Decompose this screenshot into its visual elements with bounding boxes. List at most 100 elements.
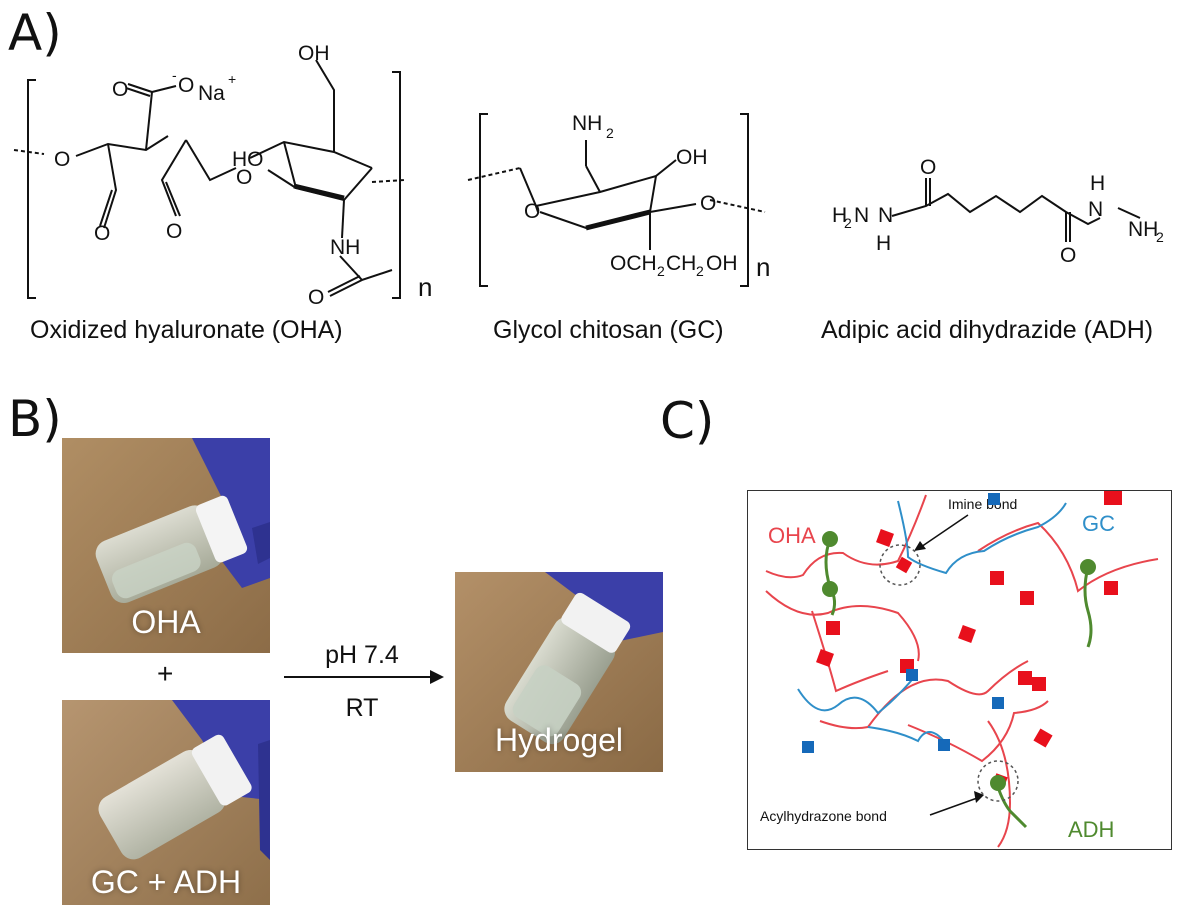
oha-structure: O O O - Na + OH HO O O O NH O n [13, 42, 432, 309]
reaction-condition-temperature: RT [345, 694, 379, 722]
aldehyde-marker [816, 649, 834, 667]
svg-text:+: + [228, 71, 236, 87]
adh-chain-1 [824, 538, 837, 616]
photo-caption-gc-adh: GC + ADH [90, 864, 242, 900]
gc-structure: NH 2 OH O O OCH 2 CH 2 OH n [467, 112, 770, 287]
svg-text:NH: NH [1128, 218, 1158, 241]
svg-text:HO: HO [232, 148, 264, 171]
imine-pointer [917, 514, 969, 550]
svg-text:O: O [54, 148, 70, 171]
adh-chain-3 [994, 780, 1028, 829]
aldehyde-markers [816, 491, 1122, 789]
svg-text:2: 2 [696, 263, 704, 279]
svg-text:OH: OH [298, 42, 330, 65]
svg-text:H: H [832, 204, 847, 227]
gc-chain-1 [897, 500, 1067, 575]
imine-bond-label: Imine bond [948, 496, 1017, 512]
photo-caption-oha: OHA [131, 604, 201, 640]
imine-bond-highlight-circle [879, 544, 921, 586]
photo-caption-hydrogel: Hydrogel [494, 722, 624, 758]
photo-hydrogel-vial: Hydrogel [455, 572, 663, 772]
adh-label: ADH [1068, 817, 1114, 842]
svg-text:2: 2 [844, 215, 852, 231]
svg-text:NH: NH [572, 112, 602, 135]
gc-name: Glycol chitosan (GC) [493, 316, 724, 344]
gc-chain-2 [797, 674, 917, 715]
svg-text:n: n [418, 272, 432, 302]
svg-text:OH: OH [706, 252, 738, 275]
svg-text:-: - [172, 67, 177, 83]
svg-text:O: O [1060, 244, 1076, 267]
oha-chain-1 [765, 494, 927, 579]
svg-text:O: O [920, 156, 936, 179]
svg-text:N: N [1088, 198, 1103, 221]
aldehyde-marker [1020, 591, 1034, 605]
reaction-condition-ph: pH 7.4 [325, 641, 399, 669]
panel-label-b: B) [8, 390, 62, 448]
svg-text:N: N [878, 204, 893, 227]
svg-text:NH: NH [330, 236, 360, 259]
photo-oha-vial: OHA [62, 438, 270, 653]
oha-chain-5 [819, 660, 1029, 730]
adh-marker [822, 531, 838, 547]
svg-text:O: O [178, 74, 194, 97]
oha-chain-6 [907, 700, 1049, 763]
svg-text:Na: Na [198, 82, 225, 105]
oha-name: Oxidized hyaluronate (OHA) [30, 316, 343, 344]
oha-chain-3 [977, 521, 1159, 593]
amine-marker [988, 493, 1000, 505]
aldehyde-marker [826, 621, 840, 635]
oha-chain-7 [987, 720, 1012, 848]
plus-sign: + [157, 658, 174, 689]
svg-text:2: 2 [657, 263, 665, 279]
acylhydrazone-bond-label: Acylhydrazone bond [760, 808, 887, 824]
adh-chain-2 [1083, 566, 1093, 648]
svg-text:OH: OH [676, 146, 708, 169]
adh-name: Adipic acid dihydrazide (ADH) [821, 316, 1154, 344]
aldehyde-marker [895, 556, 913, 574]
svg-text:O: O [94, 222, 110, 245]
oha-label: OHA [768, 523, 816, 548]
aldehyde-marker [1018, 671, 1032, 685]
svg-text:n: n [756, 252, 770, 282]
vial-image-oha [62, 438, 270, 653]
reaction-arrow [284, 670, 444, 684]
svg-text:O: O [166, 220, 182, 243]
svg-text:H: H [876, 232, 891, 255]
aldehyde-marker [1033, 728, 1053, 748]
svg-text:2: 2 [1156, 229, 1164, 245]
amine-marker [992, 697, 1004, 709]
aldehyde-marker [1032, 677, 1046, 691]
svg-text:O: O [112, 78, 128, 101]
acylhydrazone-bond-highlight-circle [977, 760, 1019, 802]
amine-marker [938, 739, 950, 751]
svg-text:O: O [236, 166, 252, 189]
panel-label-c: C) [660, 392, 715, 450]
adh-marker [990, 775, 1006, 791]
vial-image-hydrogel [455, 572, 663, 772]
aldehyde-marker [1108, 491, 1122, 505]
svg-text:2: 2 [606, 125, 614, 141]
photo-gc-adh-vial: GC + ADH [62, 700, 270, 905]
panel-label-a: A) [8, 4, 62, 62]
vial-image-gc-adh [62, 700, 270, 905]
aldehyde-marker [876, 529, 894, 547]
adh-markers [822, 531, 1096, 791]
adh-marker [822, 581, 838, 597]
gc-label: GC [1082, 511, 1115, 536]
amine-marker [802, 741, 814, 753]
svg-text:O: O [308, 286, 324, 309]
svg-text:O: O [524, 200, 540, 223]
aldehyde-marker [1104, 581, 1118, 595]
svg-text:O: O [700, 192, 716, 215]
oha-chain-2 [765, 590, 920, 662]
network-svg: OHA GC ADH Imine bond Acylhydrazone bond [760, 491, 1159, 848]
adh-marker [1080, 559, 1096, 575]
adh-structure: H 2 N N H O O H N NH 2 [832, 156, 1164, 267]
oha-chain-4 [811, 610, 889, 693]
svg-text:N: N [854, 204, 869, 227]
amine-markers [802, 493, 1004, 753]
gc-chain-3 [867, 726, 945, 743]
svg-text:CH: CH [666, 252, 696, 275]
aldehyde-marker [990, 571, 1004, 585]
